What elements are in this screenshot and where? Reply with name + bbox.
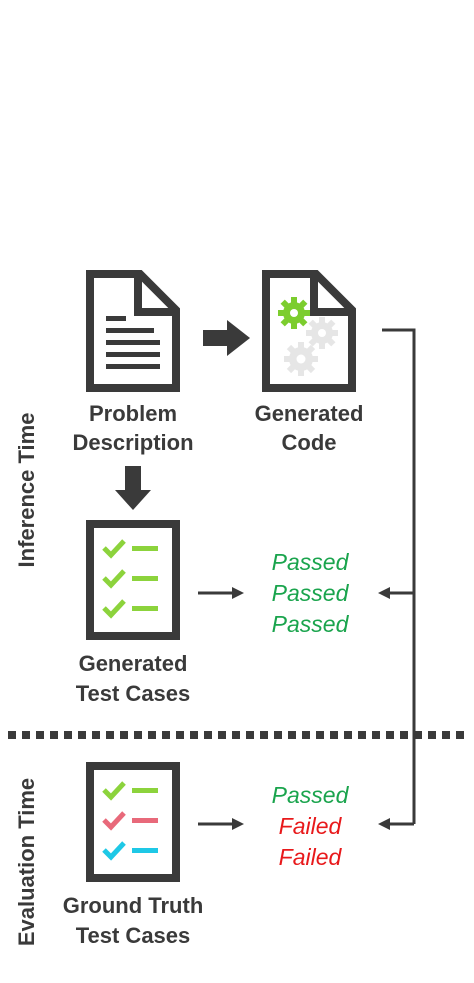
code-connector: [378, 328, 416, 830]
code-file-gears-icon: [262, 270, 356, 392]
problem-label-line2: Description: [72, 430, 193, 455]
code-label-line2: Code: [282, 430, 337, 455]
problem-label-line1: Problem: [89, 401, 177, 426]
document-icon: [86, 270, 180, 392]
arrow-right-small-icon: [198, 587, 244, 599]
arrow-right-small-icon: [198, 818, 244, 830]
ground-truth-result-2: Failed: [279, 813, 343, 839]
ground-truth-result-3: Failed: [279, 844, 343, 870]
inference-time-label: Inference Time: [14, 413, 39, 568]
arrow-down-icon: [115, 466, 151, 510]
ground-truth-result-1: Passed: [272, 782, 350, 808]
generated-tests-label-line2: Test Cases: [76, 681, 191, 706]
generated-result-3: Passed: [272, 611, 350, 637]
generated-tests-label-line1: Generated: [79, 651, 188, 676]
checklist-icon: [86, 762, 180, 882]
evaluation-time-label: Evaluation Time: [14, 778, 39, 946]
ground-truth-label-line1: Ground Truth: [63, 893, 204, 918]
checklist-icon: [86, 520, 180, 640]
generated-result-2: Passed: [272, 580, 350, 606]
generated-result-1: Passed: [272, 549, 350, 575]
arrow-right-icon: [203, 320, 250, 356]
code-label-line1: Generated: [255, 401, 364, 426]
ground-truth-label-line2: Test Cases: [76, 923, 191, 948]
